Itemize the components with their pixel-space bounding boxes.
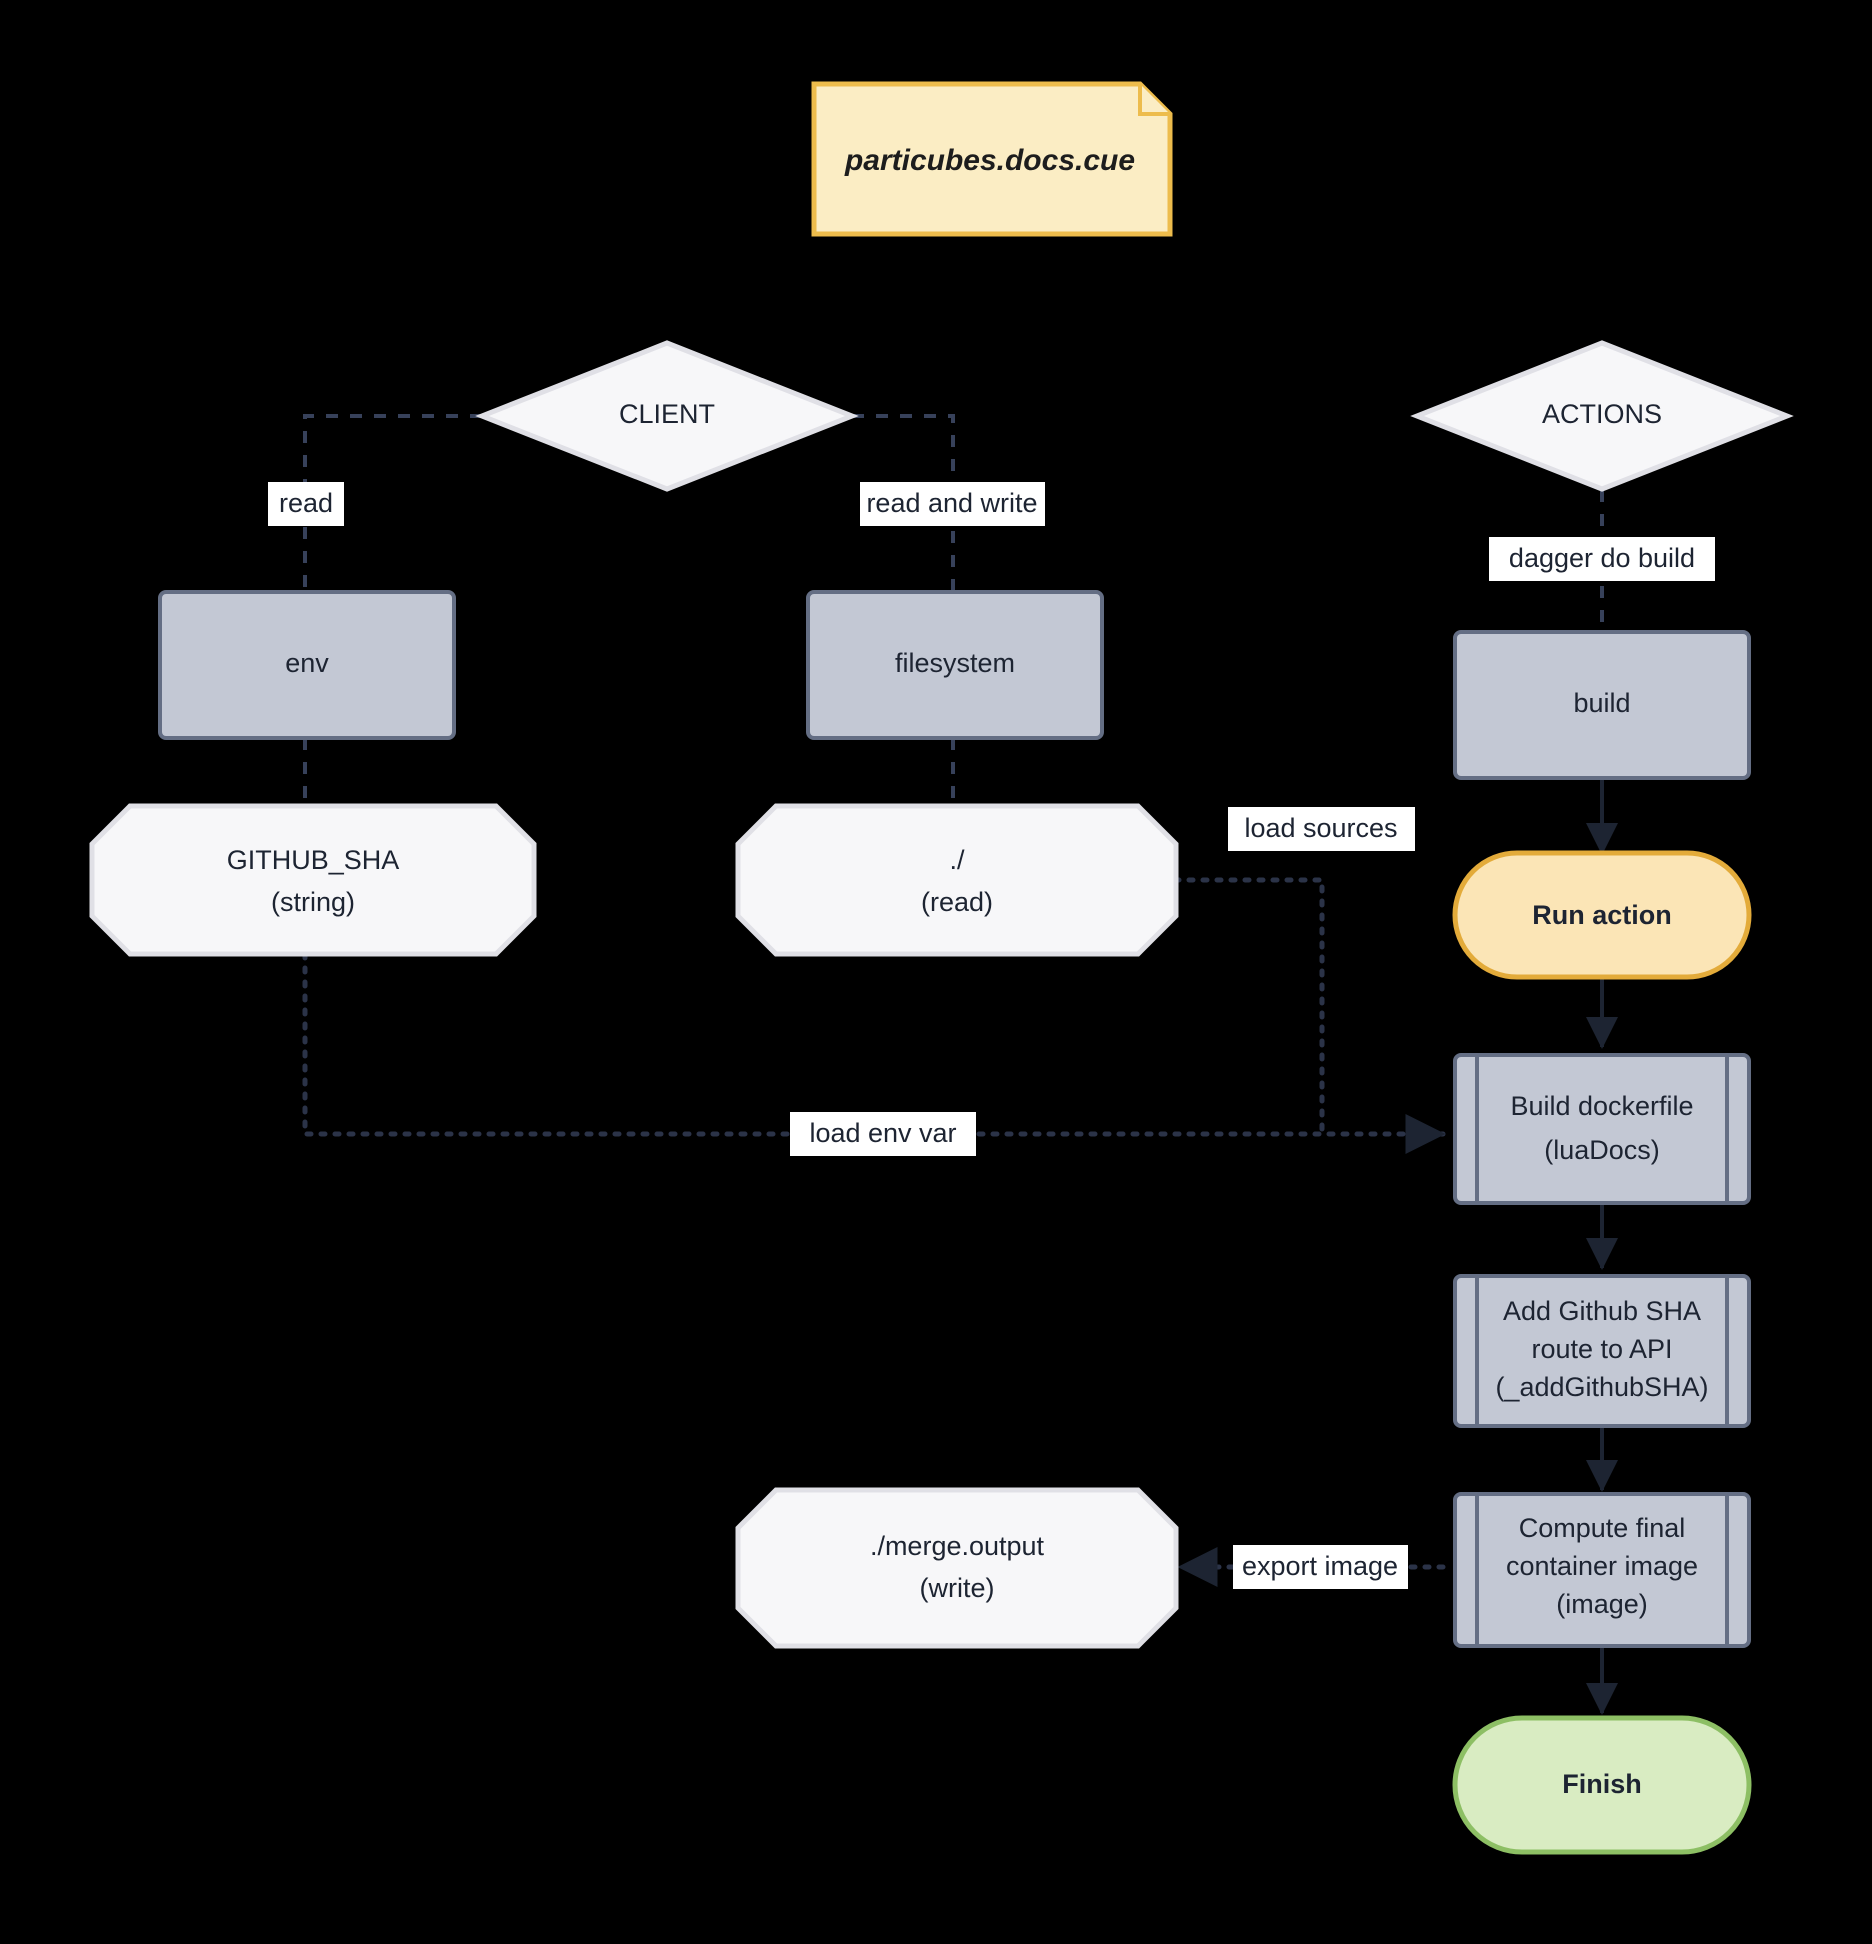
merge-output-label-line2: (write)	[920, 1573, 995, 1603]
edge-label-load-sources: load sources	[1228, 807, 1415, 851]
edge-label-read: read	[268, 482, 344, 526]
edge-label-load-sources-text: load sources	[1244, 813, 1397, 843]
edge-label-dagger-do-build-text: dagger do build	[1509, 543, 1695, 573]
client-diamond-shape	[475, 340, 859, 492]
actions-label: ACTIONS	[1542, 399, 1662, 429]
node-add-github-sha-subroutine[interactable]: Add Github SHA route to API (_addGithubS…	[1453, 1274, 1751, 1428]
node-filesystem-process[interactable]: filesystem	[806, 590, 1104, 740]
finish-label: Finish	[1562, 1769, 1642, 1799]
env-box-shape	[158, 590, 456, 740]
edge-label-export-image-text: export image	[1242, 1551, 1398, 1581]
build-box-shape	[1453, 630, 1751, 780]
edge-label-dagger-do-build-bg	[1489, 537, 1715, 581]
edge-label-load-env-var: load env var	[790, 1112, 976, 1156]
github-sha-label-line2: (string)	[271, 887, 355, 917]
build-label: build	[1573, 688, 1630, 718]
run-action-label: Run action	[1532, 900, 1672, 930]
add-github-sha-label-line1: Add Github SHA	[1503, 1296, 1701, 1326]
env-label: env	[285, 648, 329, 678]
client-label: CLIENT	[619, 399, 715, 429]
merge-output-label-line1: ./merge.output	[870, 1531, 1045, 1561]
finish-shape	[1452, 1715, 1752, 1855]
node-note-particubes[interactable]: particubes.docs.cue	[811, 81, 1173, 237]
edge-label-export-image-bg	[1233, 1545, 1408, 1589]
dot-slash-shape	[735, 803, 1179, 957]
edge-label-read-and-write-bg	[860, 482, 1045, 526]
edge-label-dagger-do-build: dagger do build	[1489, 537, 1715, 581]
compute-image-label-line2: container image	[1506, 1551, 1698, 1581]
edge-label-read-bg	[268, 482, 344, 526]
add-github-sha-shape	[1453, 1274, 1751, 1428]
node-run-action-start[interactable]: Run action	[1452, 850, 1752, 980]
dot-slash-label-line1: ./	[949, 845, 965, 875]
actions-diamond-shape	[1410, 340, 1794, 492]
edge-label-load-sources-bg	[1228, 807, 1415, 851]
add-github-sha-label-line3: (_addGithubSHA)	[1495, 1372, 1708, 1402]
build-dockerfile-label-line2: (luaDocs)	[1544, 1135, 1660, 1165]
filesystem-label: filesystem	[895, 648, 1015, 678]
node-github-sha-io[interactable]: GITHUB_SHA (string)	[89, 803, 537, 957]
note-shape-body	[811, 81, 1173, 237]
edge-label-read-text: read	[279, 488, 333, 518]
note-fold-corner	[1138, 84, 1170, 116]
compute-image-label-line1: Compute final	[1519, 1513, 1686, 1543]
node-actions-decision[interactable]: ACTIONS	[1410, 340, 1794, 492]
merge-output-shape	[735, 1487, 1179, 1649]
run-action-shape	[1452, 850, 1752, 980]
node-build-process[interactable]: build	[1453, 630, 1751, 780]
node-compute-image-subroutine[interactable]: Compute final container image (image)	[1453, 1492, 1751, 1648]
node-dot-slash-io[interactable]: ./ (read)	[735, 803, 1179, 957]
edge-label-export-image: export image	[1233, 1545, 1408, 1589]
node-finish-end[interactable]: Finish	[1452, 1715, 1752, 1855]
node-merge-output-io[interactable]: ./merge.output (write)	[735, 1487, 1179, 1649]
compute-image-label-line3: (image)	[1556, 1589, 1648, 1619]
build-dockerfile-label-line1: Build dockerfile	[1510, 1091, 1693, 1121]
edge-githubsha-builddockerfile	[302, 951, 1446, 1154]
edge-label-read-and-write-text: read and write	[866, 488, 1037, 518]
dot-slash-label-line2: (read)	[921, 887, 993, 917]
edge-client-filesystem	[852, 414, 955, 592]
node-env-process[interactable]: env	[158, 590, 456, 740]
edge-label-load-env-var-text: load env var	[809, 1118, 956, 1148]
github-sha-shape	[89, 803, 537, 957]
compute-image-shape	[1453, 1492, 1751, 1648]
edge-client-env	[303, 414, 482, 592]
github-sha-label-line1: GITHUB_SHA	[227, 845, 400, 875]
edge-label-read-and-write: read and write	[860, 482, 1045, 526]
add-github-sha-label-line2: route to API	[1531, 1334, 1672, 1364]
edge-label-load-env-var-bg	[790, 1112, 976, 1156]
note-label: particubes.docs.cue	[844, 144, 1135, 177]
node-client-decision[interactable]: CLIENT	[475, 340, 859, 492]
filesystem-box-shape	[806, 590, 1104, 740]
node-build-dockerfile-subroutine[interactable]: Build dockerfile (luaDocs)	[1453, 1053, 1751, 1205]
build-dockerfile-shape	[1453, 1053, 1751, 1205]
